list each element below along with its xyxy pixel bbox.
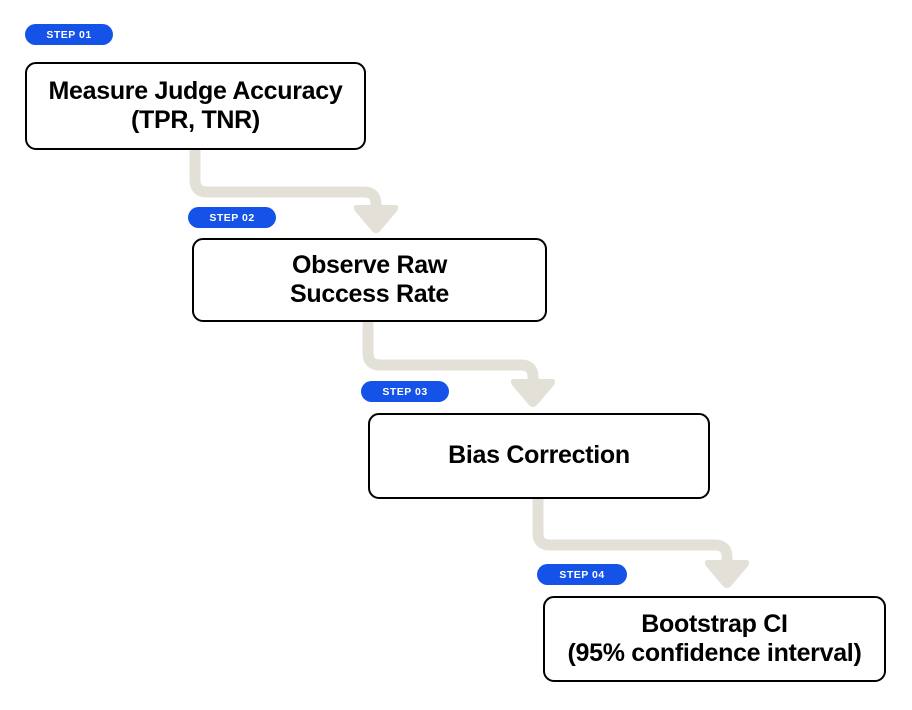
flow-node-04-label: Bootstrap CI (95% confidence interval) — [567, 609, 862, 668]
step-badge-01-label: STEP 01 — [46, 28, 92, 41]
arrowhead-step2-icon — [353, 205, 399, 233]
flow-node-02-label: Observe Raw Success Rate — [290, 250, 449, 309]
connector-step2-to-step3-path — [362, 316, 539, 387]
step-badge-04-label: STEP 04 — [559, 568, 605, 581]
arrowhead-step3-icon — [510, 379, 556, 407]
step-badge-02-label: STEP 02 — [209, 211, 255, 224]
arrowhead-step4-icon — [704, 560, 750, 588]
connector-step1-to-step2-path — [189, 144, 382, 213]
step-badge-03-label: STEP 03 — [382, 385, 428, 398]
step-badge-01: STEP 01 — [25, 24, 113, 45]
flow-node-observe-raw-success-rate[interactable]: Observe Raw Success Rate — [192, 238, 547, 322]
step-badge-04: STEP 04 — [537, 564, 627, 585]
connector-step3-to-step4-path — [532, 493, 733, 568]
flow-node-01-label: Measure Judge Accuracy (TPR, TNR) — [48, 76, 343, 135]
flow-node-measure-judge-accuracy[interactable]: Measure Judge Accuracy (TPR, TNR) — [25, 62, 366, 150]
flow-node-bias-correction[interactable]: Bias Correction — [368, 413, 710, 499]
flow-node-bootstrap-ci[interactable]: Bootstrap CI (95% confidence interval) — [543, 596, 886, 682]
step-badge-03: STEP 03 — [361, 381, 449, 402]
step-badge-02: STEP 02 — [188, 207, 276, 228]
flow-node-03-label: Bias Correction — [448, 441, 630, 470]
